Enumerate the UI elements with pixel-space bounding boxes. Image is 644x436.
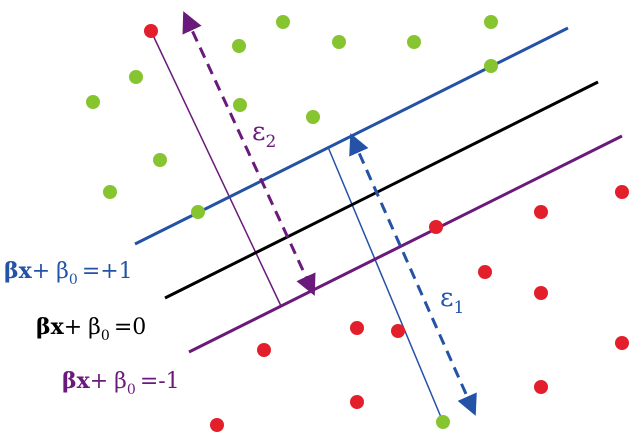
green-point: [233, 98, 247, 112]
red-point: [391, 324, 405, 338]
hyperplane-equation: βx+β0=0: [36, 314, 146, 344]
green-point: [86, 95, 100, 109]
green-point: [436, 415, 450, 429]
red-point: [615, 336, 629, 350]
support-vector-perpendicular-red: [150, 30, 282, 307]
red-point: [534, 205, 548, 219]
red-point: [350, 321, 364, 335]
epsilon2-label: ε2: [252, 117, 276, 152]
red-point: [257, 343, 271, 357]
red-point: [350, 395, 364, 409]
green-point: [306, 110, 320, 124]
red-point: [429, 220, 443, 234]
red-point: [615, 185, 629, 199]
green-point: [276, 15, 290, 29]
negative-class-points: [144, 24, 629, 432]
red-point: [144, 24, 158, 38]
lower-margin-line: [188, 134, 623, 354]
epsilon1-arrow: [349, 133, 477, 416]
red-point: [534, 380, 548, 394]
green-point: [153, 153, 167, 167]
epsilon2-arrow: [182, 11, 316, 296]
red-point: [210, 418, 224, 432]
green-point: [191, 205, 205, 219]
green-point: [407, 35, 421, 49]
upper-margin-equation: βx+β0=+1: [4, 258, 133, 288]
epsilon1-label: ε1: [440, 283, 464, 318]
red-point: [478, 265, 492, 279]
green-point: [484, 59, 498, 73]
lower-margin-equation: βx+β0=-1: [62, 368, 180, 398]
green-point: [484, 15, 498, 29]
positive-class-points: [86, 15, 498, 429]
green-point: [129, 70, 143, 84]
green-point: [332, 35, 346, 49]
green-point: [103, 185, 117, 199]
red-point: [534, 286, 548, 300]
green-point: [232, 39, 246, 53]
